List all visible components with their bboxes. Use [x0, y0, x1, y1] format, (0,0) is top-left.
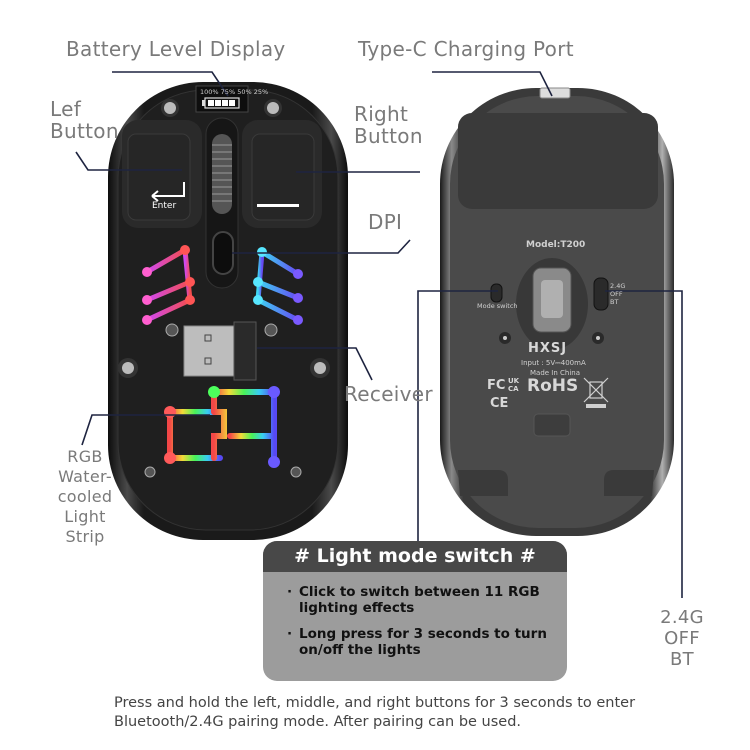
panel-bullet: · Long press for 3 seconds to turn on/of…	[287, 626, 547, 658]
left-button-label: Lef Button	[50, 97, 119, 143]
battery-percent-marks: 100% 75% 50% 25%	[200, 88, 269, 96]
ce-mark: CE	[490, 396, 509, 411]
input-rating-text: Input : 5V⎓400mA	[521, 359, 586, 367]
mode-switch-positions-label: 2.4G OFF BT	[660, 607, 704, 670]
receiver-label: Receiver	[344, 382, 433, 406]
light-mode-switch-panel: # Light mode switch # · Click to switch …	[263, 541, 567, 681]
rohs-mark: RoHS	[527, 376, 579, 396]
ukca-mark: UK CA	[508, 377, 520, 393]
panel-title: # Light mode switch #	[263, 541, 567, 572]
brand-logo: HXSJ	[528, 341, 568, 356]
mouse-top-view	[108, 82, 348, 540]
switch-positions-text: 2.4G OFF BT	[610, 282, 626, 306]
fcc-mark: FC	[487, 378, 506, 393]
mouse-bottom-view	[440, 87, 674, 536]
type-c-port-label: Type-C Charging Port	[358, 37, 574, 61]
made-in-text: Made In China	[530, 369, 581, 377]
panel-bullet: · Click to switch between 11 RGB lightin…	[287, 584, 540, 616]
enter-key-text: Enter	[152, 201, 177, 211]
battery-level-label: Battery Level Display	[66, 37, 286, 61]
leader-lines	[75, 71, 683, 598]
rgb-strip-label: RGB Water- cooled Light Strip	[57, 447, 113, 546]
dpi-label: DPI	[368, 210, 403, 234]
model-text: Model:T200	[526, 240, 586, 250]
right-button-label: Right Button	[354, 102, 423, 148]
pairing-instructions: Press and hold the left, middle, and rig…	[114, 695, 636, 730]
mode-switch-text: Mode switch	[477, 302, 518, 310]
